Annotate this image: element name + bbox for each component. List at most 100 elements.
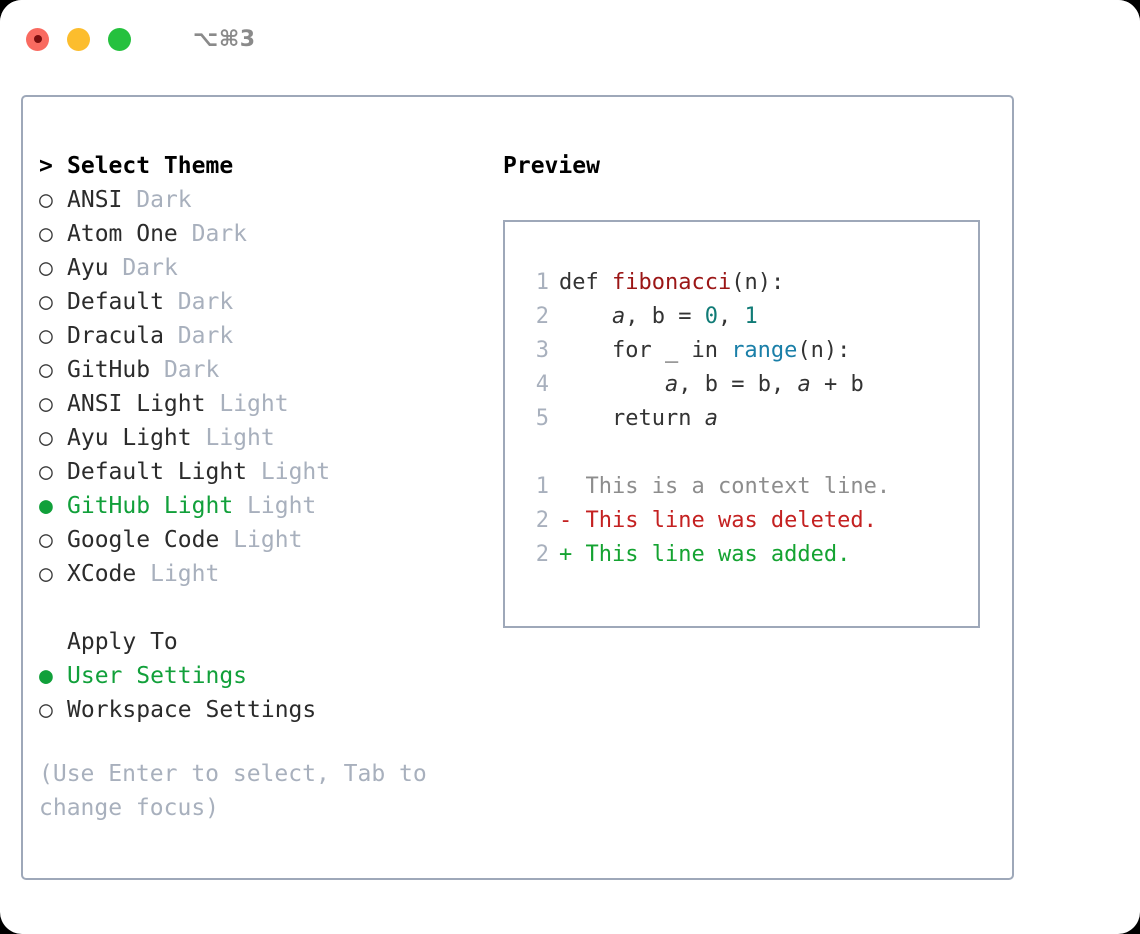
apply-to-option-user-settings[interactable]: ● User Settings (39, 659, 489, 693)
theme-option-gap (164, 323, 178, 349)
code-line: 4 a, b = b, a + b (519, 368, 978, 402)
code-token-plain: for _ in (559, 338, 732, 363)
code-token-plain (559, 372, 665, 397)
theme-option-gap (122, 187, 136, 213)
radio-selected-icon[interactable]: ● (39, 663, 53, 689)
select-theme-heading: > Select Theme (39, 149, 489, 183)
theme-variant-tag: Light (260, 459, 331, 485)
theme-option-atom-one[interactable]: ○Atom One Dark (39, 217, 489, 251)
code-token-var: a (664, 372, 679, 397)
code-line: 2 a, b = 0, 1 (519, 300, 978, 334)
page-title: Select Theme (67, 153, 234, 179)
code-token-plain: , (625, 304, 652, 329)
theme-option-label: Google Code (67, 527, 220, 553)
theme-option-dracula[interactable]: ○Dracula Dark (39, 319, 489, 353)
theme-list: ○ANSI Dark○Atom One Dark○Ayu Dark○Defaul… (39, 183, 489, 591)
theme-variant-tag: Dark (136, 187, 192, 213)
theme-option-label: GitHub Light (67, 493, 234, 519)
code-token-plain: b (704, 372, 718, 397)
apply-to-heading-indent: ○ (39, 625, 67, 659)
zoom-button[interactable] (108, 27, 131, 51)
theme-variant-tag: Light (233, 527, 303, 553)
theme-option-github-light[interactable]: ●GitHub Light Light (39, 489, 489, 523)
theme-option-label: Dracula (67, 323, 164, 349)
radio-unselected-icon[interactable]: ○ (39, 255, 53, 281)
theme-option-gap (192, 425, 206, 451)
theme-option-gap (150, 357, 164, 383)
keyboard-shortcut-label: ⌥⌘3 (193, 26, 256, 52)
main-panel: >Select Theme ○ANSI Dark○Atom One Dark○A… (21, 95, 1014, 880)
radio-unselected-icon[interactable]: ○ (39, 561, 53, 587)
theme-option-default[interactable]: ○Default Dark (39, 285, 489, 319)
line-number: 1 (535, 270, 549, 295)
theme-option-ayu-light[interactable]: ○Ayu Light Light (39, 421, 489, 455)
theme-option-gap (219, 527, 233, 553)
theme-option-label: ANSI Light (67, 391, 206, 417)
theme-option-ansi[interactable]: ○ANSI Dark (39, 183, 489, 217)
minimize-button[interactable] (67, 27, 90, 51)
line-number: 5 (535, 406, 549, 431)
radio-unselected-icon[interactable]: ○ (39, 459, 53, 485)
code-token-plain: (n): (797, 338, 851, 363)
code-token-var: a (611, 304, 626, 329)
theme-option-ayu[interactable]: ○ Ayu Dark (39, 251, 489, 285)
caret-icon: > (39, 153, 53, 179)
code-line: 5 return a (519, 402, 978, 436)
diff-space (572, 474, 585, 499)
radio-unselected-icon[interactable]: ○ (39, 391, 53, 417)
radio-unselected-icon[interactable]: ○ (39, 697, 53, 723)
theme-option-ansi-light[interactable]: ○ANSI Light Light (39, 387, 489, 421)
theme-option-default-light[interactable]: ○Default Light Light (39, 455, 489, 489)
line-number: 2 (535, 508, 549, 533)
line-number: 4 (535, 372, 549, 397)
radio-unselected-icon[interactable]: ○ (39, 425, 53, 451)
code-token-plain: b (757, 372, 771, 397)
theme-option-label: Atom One (67, 221, 178, 247)
theme-option-gap (178, 221, 192, 247)
close-button[interactable] (26, 27, 49, 51)
code-token-plain: b (850, 372, 864, 397)
code-token-plain: , (678, 372, 705, 397)
radio-unselected-icon[interactable]: ○ (39, 527, 53, 553)
apply-to-heading: ○Apply To (39, 625, 489, 659)
code-token-plain: + (810, 372, 851, 397)
theme-option-google-code[interactable]: ○ Google Code Light (39, 523, 489, 557)
theme-variant-tag: Dark (122, 255, 178, 281)
preview-label: Preview (503, 153, 600, 179)
radio-unselected-icon[interactable]: ○ (39, 357, 53, 383)
theme-variant-tag: Dark (163, 357, 220, 383)
theme-option-gap (233, 493, 247, 519)
list-spacer (39, 591, 489, 625)
code-token-plain: = (717, 372, 758, 397)
theme-option-label: Ayu (67, 255, 109, 281)
diff-line-text: This line was deleted. (585, 508, 877, 533)
radio-unselected-icon[interactable]: ○ (39, 221, 53, 247)
radio-unselected-icon[interactable]: ○ (39, 323, 53, 349)
diff-sign: - (559, 508, 573, 533)
diff-sign: + (559, 542, 573, 567)
keyboard-hint: (Use Enter to select, Tab to change focu… (39, 761, 427, 821)
radio-unselected-icon[interactable]: ○ (39, 289, 53, 315)
diff-line-add: 2+ This line was added. (519, 538, 978, 572)
title-bar: ⌥⌘3 (0, 0, 1140, 78)
code-token-plain (559, 304, 612, 329)
code-token-plain: return (559, 406, 705, 431)
theme-option-gap (164, 289, 178, 315)
radio-unselected-icon[interactable]: ○ (39, 187, 53, 213)
theme-option-xcode[interactable]: ○XCode Light (39, 557, 489, 591)
code-token-plain: , (770, 372, 798, 397)
apply-to-option-workspace-settings[interactable]: ○Workspace Settings (39, 693, 489, 727)
radio-selected-icon[interactable]: ● (39, 493, 53, 519)
apply-to-option-label: User Settings (67, 663, 248, 689)
apply-to-title: Apply To (67, 629, 178, 655)
line-number: 1 (535, 474, 549, 499)
theme-variant-tag: Light (205, 425, 275, 451)
theme-option-label: Default (67, 289, 164, 315)
code-line: 3 for _ in range(n): (519, 334, 978, 368)
diff-space (572, 508, 585, 533)
theme-option-github[interactable]: ○GitHub Dark (39, 353, 489, 387)
